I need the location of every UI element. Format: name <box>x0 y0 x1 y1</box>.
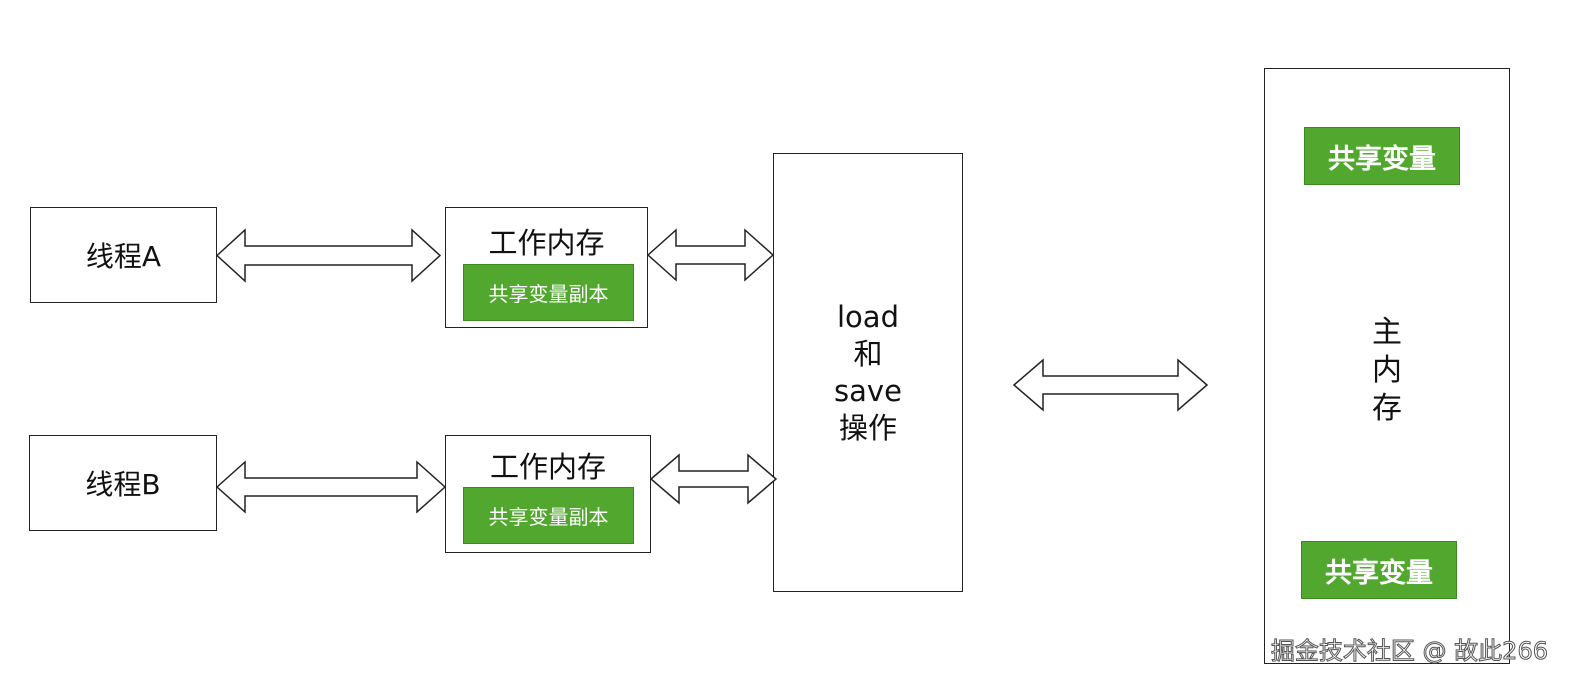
thread-a-box: 线程A <box>30 207 217 303</box>
main-memory-box: 共享变量 主 内 存 共享变量 <box>1264 68 1510 664</box>
shared-variable-copy-b-label: 共享变量副本 <box>488 505 609 529</box>
working-memory-a-title: 工作内存 <box>488 226 605 260</box>
operation-line-1: load <box>837 300 899 334</box>
thread-a-label: 线程A <box>85 240 162 273</box>
shared-variable-top-label: 共享变量 <box>1328 143 1436 175</box>
main-memory-line-1: 主 <box>1372 315 1402 350</box>
shared-variable-copy-b: 共享变量副本 <box>463 487 634 544</box>
main-memory-text: 主 内 存 <box>1265 314 1509 428</box>
watermark: 掘金技术社区 @ 故此266 <box>1270 637 1548 666</box>
shared-variable-copy-a-label: 共享变量副本 <box>488 282 609 306</box>
thread-b-box: 线程B <box>29 435 217 531</box>
operation-line-3: save <box>834 374 902 408</box>
double-arrow-icon <box>215 460 447 514</box>
main-memory-line-3: 存 <box>1372 391 1402 426</box>
shared-variable-bottom-label: 共享变量 <box>1325 557 1433 589</box>
shared-variable-top: 共享变量 <box>1304 127 1460 185</box>
shared-variable-bottom: 共享变量 <box>1301 541 1457 599</box>
load-save-operation-box: load 和 save 操作 <box>773 153 963 592</box>
working-memory-a-box: 工作内存 共享变量副本 <box>445 207 648 328</box>
operation-line-2: 和 <box>853 337 883 371</box>
thread-b-label: 线程B <box>85 468 161 501</box>
double-arrow-icon <box>649 453 778 505</box>
double-arrow-icon <box>646 228 775 282</box>
double-arrow-icon <box>215 228 442 283</box>
shared-variable-copy-a: 共享变量副本 <box>463 264 634 321</box>
operation-line-4: 操作 <box>838 411 897 445</box>
working-memory-b-title: 工作内存 <box>489 450 606 484</box>
load-save-operation-text: load 和 save 操作 <box>774 299 962 447</box>
main-memory-line-2: 内 <box>1372 353 1402 388</box>
double-arrow-icon <box>1012 358 1209 412</box>
working-memory-b-box: 工作内存 共享变量副本 <box>445 435 651 553</box>
